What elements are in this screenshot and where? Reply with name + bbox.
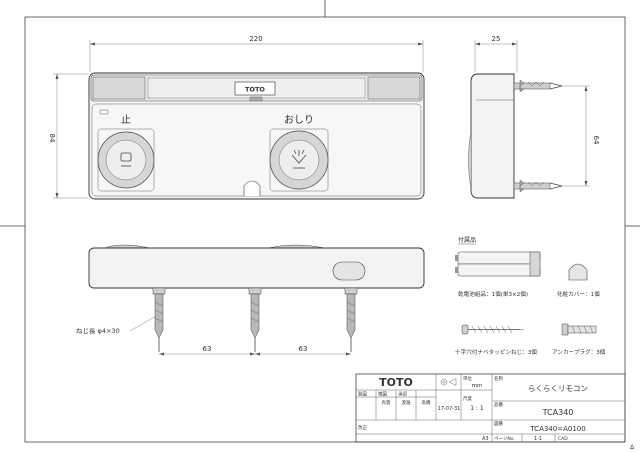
- side-view: 25 64: [468, 35, 600, 199]
- side-anchor-bottom: [513, 179, 563, 193]
- wash-icon: [291, 149, 307, 169]
- scale-label: 尺度: [463, 395, 472, 402]
- col-approved: 承認: [398, 391, 407, 398]
- dimension-pitch-vertical: 64: [592, 136, 600, 145]
- name-label: 名称: [494, 375, 503, 382]
- battery-indicator-icon: [99, 109, 109, 115]
- bottom-view: ねじ長 φ4×30 63 63: [76, 244, 425, 356]
- screw-caption: 十字穴付ナベタッピンねじ：3個: [455, 348, 537, 356]
- scale-value: 1 : 1: [470, 405, 484, 412]
- unit-value: mm: [472, 383, 483, 389]
- drawing-number: TCA340=A0100: [529, 425, 585, 433]
- sheet-size: A3: [482, 436, 489, 442]
- dimension-width: 220: [249, 35, 262, 43]
- anchor-plug-icon: [561, 323, 597, 336]
- accessories-heading: 付属品: [458, 236, 476, 244]
- unit-label: 単位: [463, 375, 472, 382]
- title-block-logo: TOTO: [379, 376, 413, 389]
- col-drawn: 製図: [358, 391, 367, 398]
- title-block: TOTO 単位 mm 尺度 1 : 1 製図 検図 承認 有賀 渡邉 高橋 17…: [355, 373, 626, 443]
- drawing-no-label: 図番: [494, 420, 503, 427]
- col-checked: 検図: [378, 391, 387, 398]
- brand-plate-text: TOTO: [245, 86, 265, 94]
- battery-caption: 乾電池組品：1個(単3×2個): [458, 290, 528, 298]
- drawing-date: 17-07-31: [438, 406, 461, 412]
- page-label: ページNo.: [494, 436, 515, 442]
- cover-caption: 化粧カバー：1個: [557, 290, 600, 298]
- plug-caption: アンカープラグ：3個: [552, 348, 606, 356]
- remote-body-side: [470, 73, 515, 199]
- bottom-anchor-left: [152, 287, 166, 352]
- model-label: 品番: [494, 401, 503, 408]
- brand-plate: [234, 81, 276, 96]
- dimension-depth: 25: [492, 35, 501, 43]
- side-anchor-top: [513, 79, 563, 93]
- remote-body-bottom: [88, 247, 425, 289]
- hang-hook: [243, 180, 261, 196]
- person-3: 高橋: [422, 399, 431, 406]
- projection-symbol-icon: [440, 378, 457, 386]
- button-stop-label: 止: [121, 114, 131, 126]
- stop-icon: [120, 152, 132, 162]
- revision-label: 改正: [358, 424, 367, 431]
- person-1: 有賀: [382, 399, 391, 406]
- cad-label: CAD: [558, 436, 568, 442]
- dimension-pitch-left: 63: [203, 345, 212, 353]
- battery-icon: [455, 251, 541, 277]
- product-name: らくらくリモコン: [528, 384, 588, 393]
- model-number: TCA340: [542, 408, 574, 417]
- screw-icon: [461, 324, 524, 335]
- screw-callout: ねじ長 φ4×30: [76, 327, 120, 335]
- dimension-pitch-right: 63: [299, 345, 308, 353]
- bottom-anchor-right: [344, 287, 358, 352]
- front-view: 220 84 TOTO 止 おしり: [48, 35, 425, 200]
- corner-mark: Δ: [630, 444, 635, 451]
- page-value: 1-1: [534, 436, 542, 442]
- accessories: 付属品 乾電池組品：1個(単3×2個) 化粧カバー：1個 十字穴付ナベタッピンね…: [455, 236, 606, 356]
- dimension-height: 84: [48, 134, 56, 143]
- cover-icon: [568, 263, 588, 281]
- bottom-anchor-center: [248, 287, 262, 352]
- person-2: 渡邉: [402, 399, 411, 406]
- button-wash-label: おしり: [284, 114, 314, 126]
